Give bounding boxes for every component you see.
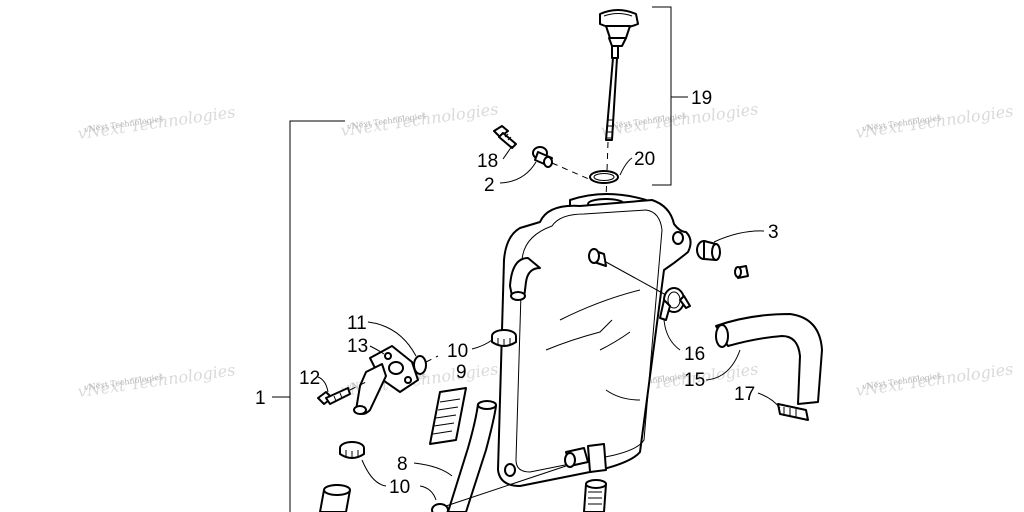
callout-2: 2	[484, 175, 495, 196]
centerline-dipstick	[605, 141, 609, 201]
leader-11	[367, 321, 417, 357]
leader-3	[713, 230, 765, 243]
callout-labels: 19 18 20 2 3 11 13 10 9 12 1 16 15 17 8 …	[255, 88, 779, 498]
oil-tank	[497, 193, 692, 487]
leader-16	[663, 319, 681, 351]
bolt-18	[493, 125, 517, 149]
fitting-8	[431, 503, 449, 512]
centerline-2	[551, 162, 599, 184]
leader-20	[619, 157, 633, 176]
callout-1: 1	[255, 388, 266, 409]
hose-15	[715, 313, 823, 405]
callout-17: 17	[734, 384, 755, 405]
callout-3: 3	[768, 222, 779, 243]
clamp-17	[777, 403, 809, 421]
callout-12: 12	[299, 368, 320, 389]
grommet-3	[696, 240, 749, 279]
callout-18: 18	[477, 151, 498, 172]
leader-13	[369, 345, 385, 355]
leader-8	[413, 462, 453, 477]
leader-10b	[361, 459, 387, 487]
return-hose	[447, 400, 607, 512]
clamp-10-lower	[339, 441, 365, 459]
decal-9	[429, 387, 467, 445]
leader-2	[499, 161, 537, 184]
leader-17	[757, 392, 781, 409]
o-ring-11	[413, 355, 427, 375]
callout-16: 16	[684, 344, 705, 365]
centerline-11	[425, 355, 439, 363]
bracket-1	[289, 120, 345, 512]
clamp-16	[588, 248, 691, 321]
leader-12	[317, 376, 329, 393]
dipstick-part	[599, 9, 639, 141]
callout-15: 15	[684, 370, 705, 391]
leader-8b	[419, 485, 437, 501]
callout-10-lower: 10	[389, 477, 410, 498]
leader-10a	[471, 339, 493, 350]
bolt-12	[317, 387, 351, 405]
lower-hose-left	[319, 484, 351, 512]
callout-9: 9	[456, 362, 467, 383]
bushing-2	[532, 146, 553, 168]
bracket-19	[652, 6, 672, 186]
callout-8: 8	[397, 454, 408, 475]
centerline-12	[349, 381, 367, 391]
leader-18	[502, 145, 513, 160]
fitting-13	[353, 345, 419, 415]
callout-13: 13	[347, 336, 368, 357]
callout-19: 19	[691, 88, 712, 109]
callout-10-upper: 10	[447, 341, 468, 362]
leader-15	[705, 349, 741, 381]
callout-20: 20	[634, 149, 655, 170]
o-ring-20	[589, 170, 619, 184]
clamp-10-upper	[491, 329, 517, 347]
callout-11: 11	[347, 313, 367, 334]
centerline-outlet	[445, 465, 567, 507]
